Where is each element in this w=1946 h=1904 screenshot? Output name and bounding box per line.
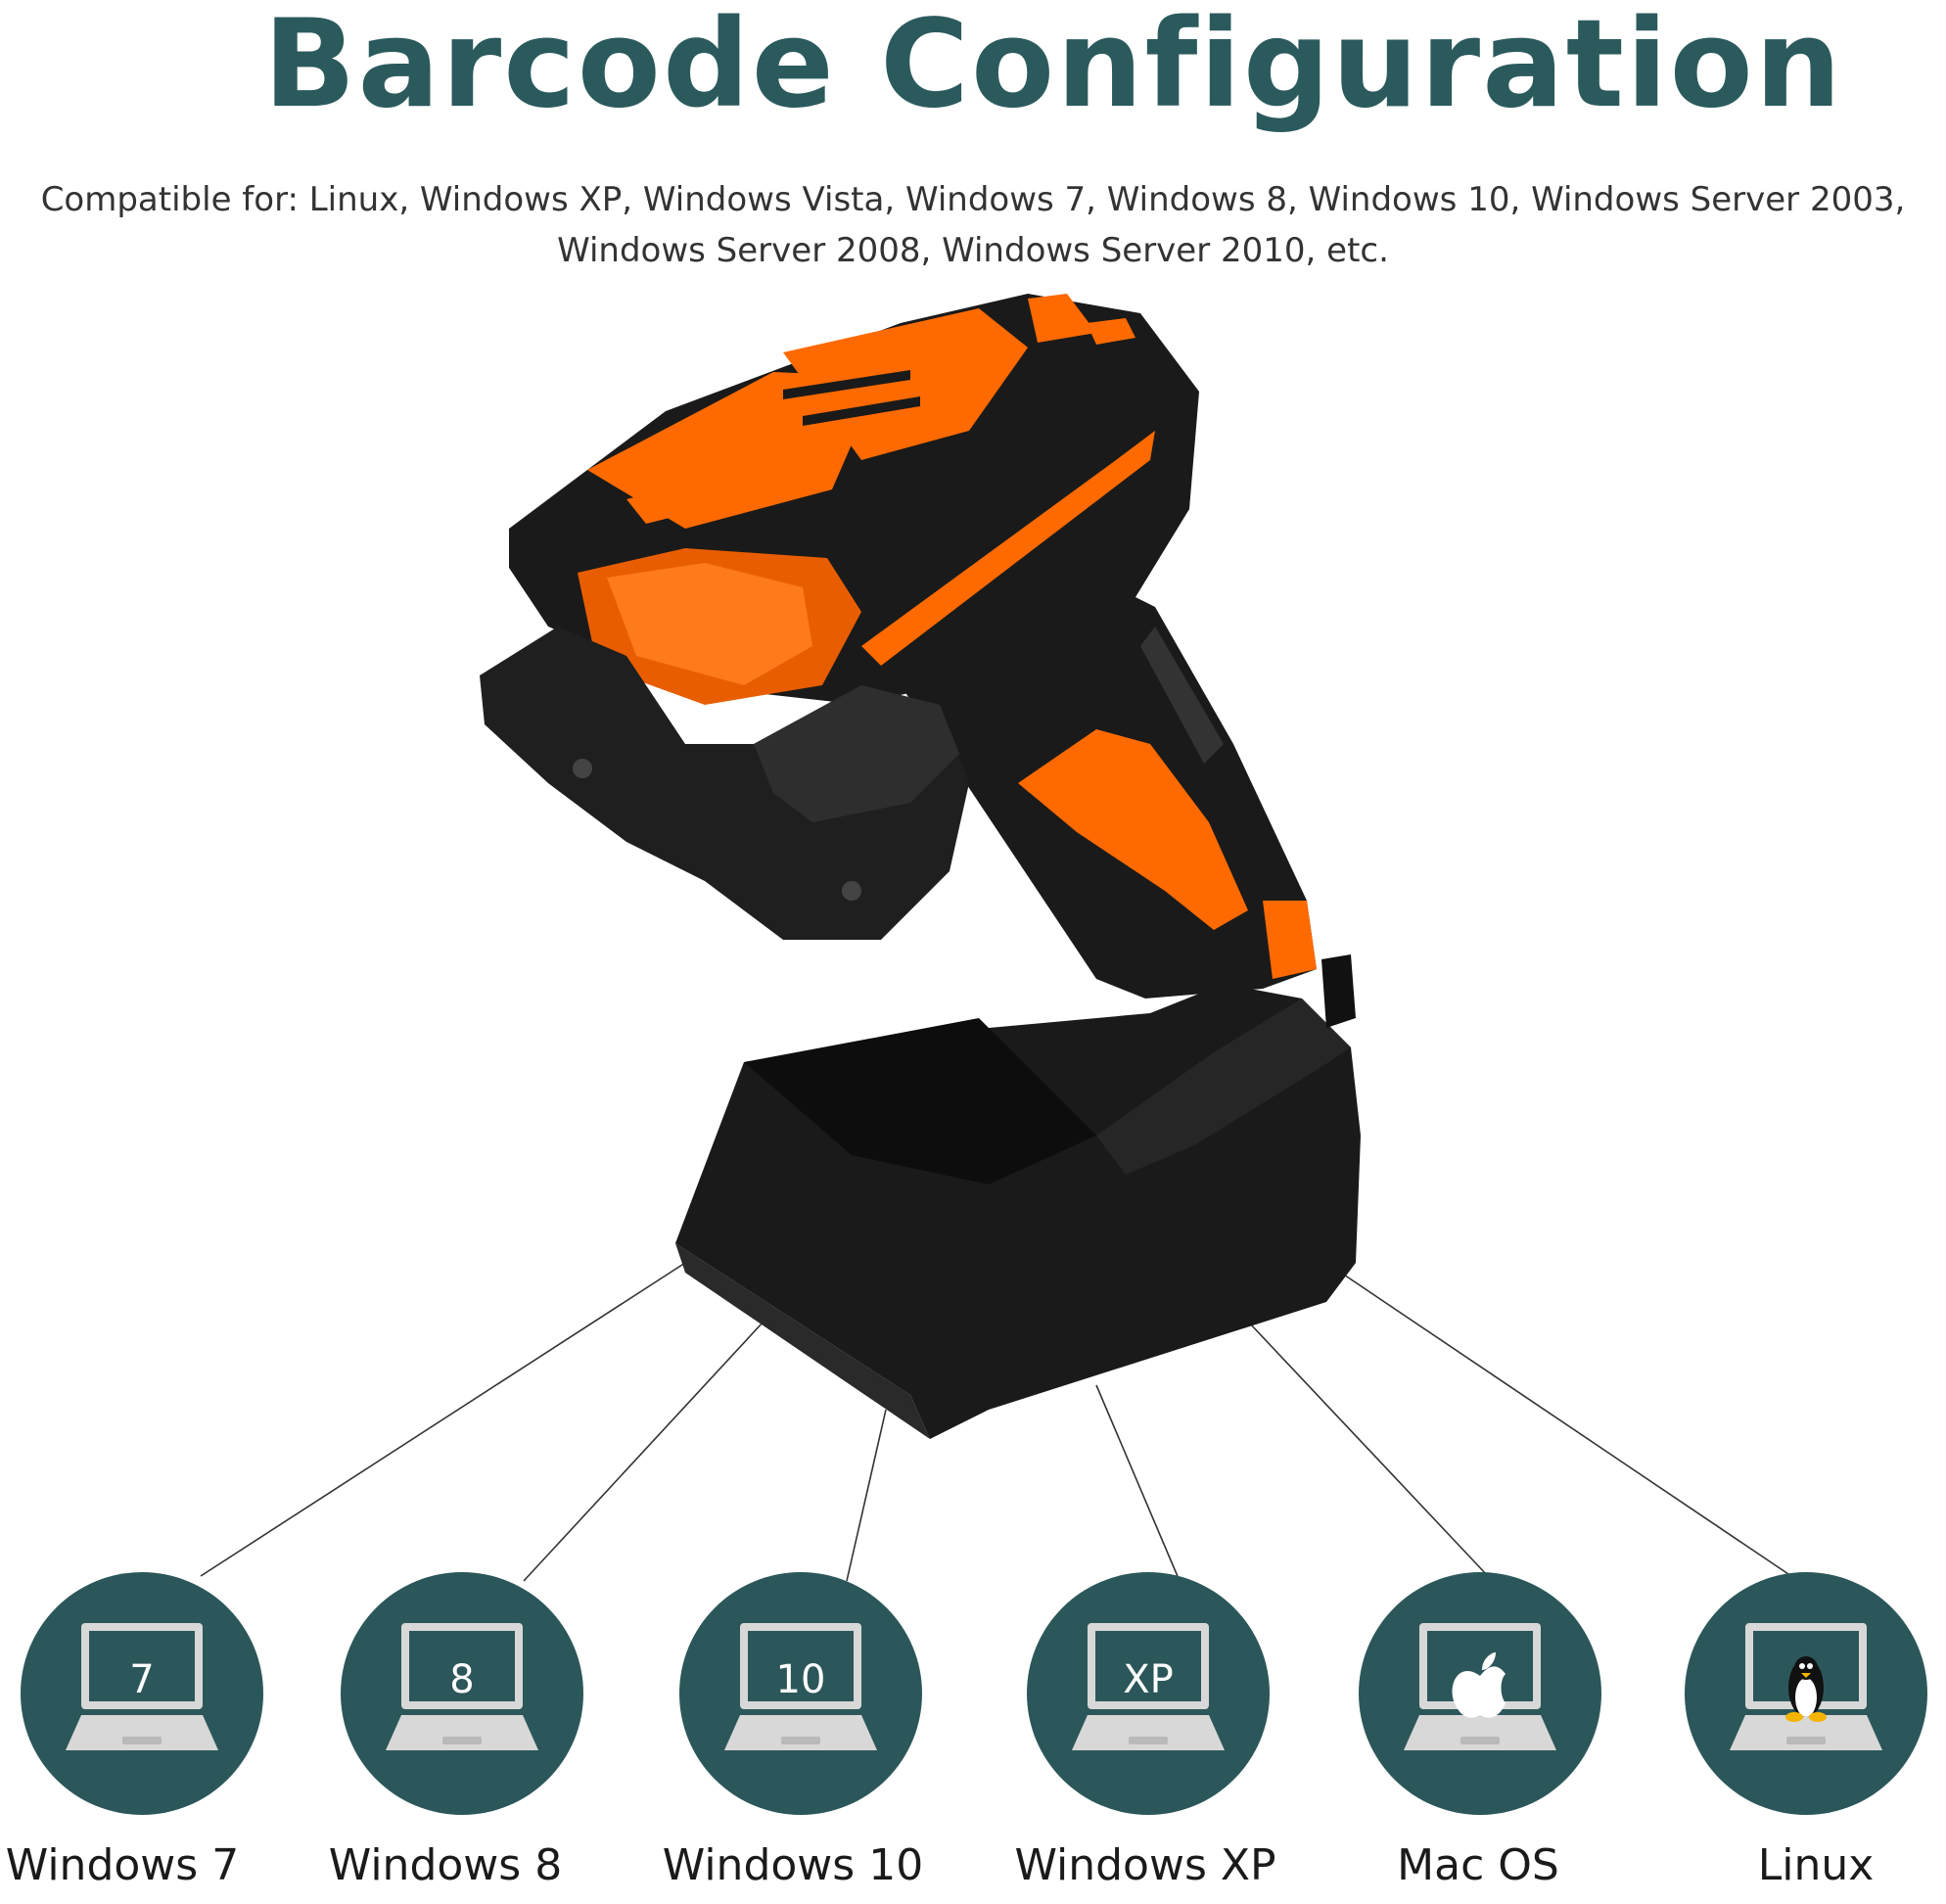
compatibility-line-2: Windows Server 2008, Windows Server 2010… <box>557 231 1389 270</box>
charging-cradle <box>675 954 1361 1439</box>
compatibility-text: Compatible for: Linux, Windows XP, Windo… <box>0 174 1946 276</box>
os-label-windows-7: Windows 7 <box>5 1840 240 1890</box>
os-label-windows-10: Windows 10 <box>662 1840 924 1890</box>
connector-line-windows-8 <box>523 1321 764 1582</box>
laptop-icon <box>386 1623 538 1750</box>
penguin-icon <box>1785 1656 1827 1722</box>
laptop-icon <box>724 1623 877 1750</box>
os-label-windows-8: Windows 8 <box>328 1840 563 1890</box>
windows-xp-circle: XP <box>1027 1572 1270 1815</box>
laptop-icon <box>1730 1623 1882 1750</box>
screen-text: 8 <box>449 1657 474 1702</box>
windows-8-circle: 8 <box>341 1572 583 1815</box>
screen-text: XP <box>1123 1657 1174 1702</box>
os-label-windows-xp: Windows XP <box>1014 1840 1276 1890</box>
connector-line-linux <box>1325 1262 1792 1577</box>
linux-circle <box>1685 1572 1927 1815</box>
laptop-icon <box>66 1623 218 1750</box>
laptop-icon <box>1072 1623 1225 1750</box>
apple-icon <box>1452 1652 1506 1718</box>
os-icons: 7 8 10 XP <box>21 1572 1927 1815</box>
os-label-mac-os: Mac OS <box>1397 1840 1559 1890</box>
connector-line-mac-os <box>1247 1321 1489 1577</box>
mac-os-circle <box>1359 1572 1601 1815</box>
windows-7-circle: 7 <box>21 1572 263 1815</box>
laptop-icon <box>1404 1623 1556 1750</box>
screen-text: 7 <box>129 1657 154 1702</box>
windows-10-circle: 10 <box>679 1572 922 1815</box>
connector-lines <box>200 1262 1792 1582</box>
cradle-arm <box>480 627 969 940</box>
connector-line-windows-10 <box>846 1409 887 1582</box>
compatibility-line-1: Compatible for: Linux, Windows XP, Windo… <box>40 180 1906 219</box>
screen-text: 10 <box>776 1657 826 1702</box>
connector-line-windows-xp <box>1095 1384 1181 1582</box>
connector-line-windows-7 <box>200 1262 686 1577</box>
scanner-head <box>509 294 1199 705</box>
os-label-linux: Linux <box>1757 1840 1875 1890</box>
page-title: Barcode Configuration <box>262 0 1844 135</box>
